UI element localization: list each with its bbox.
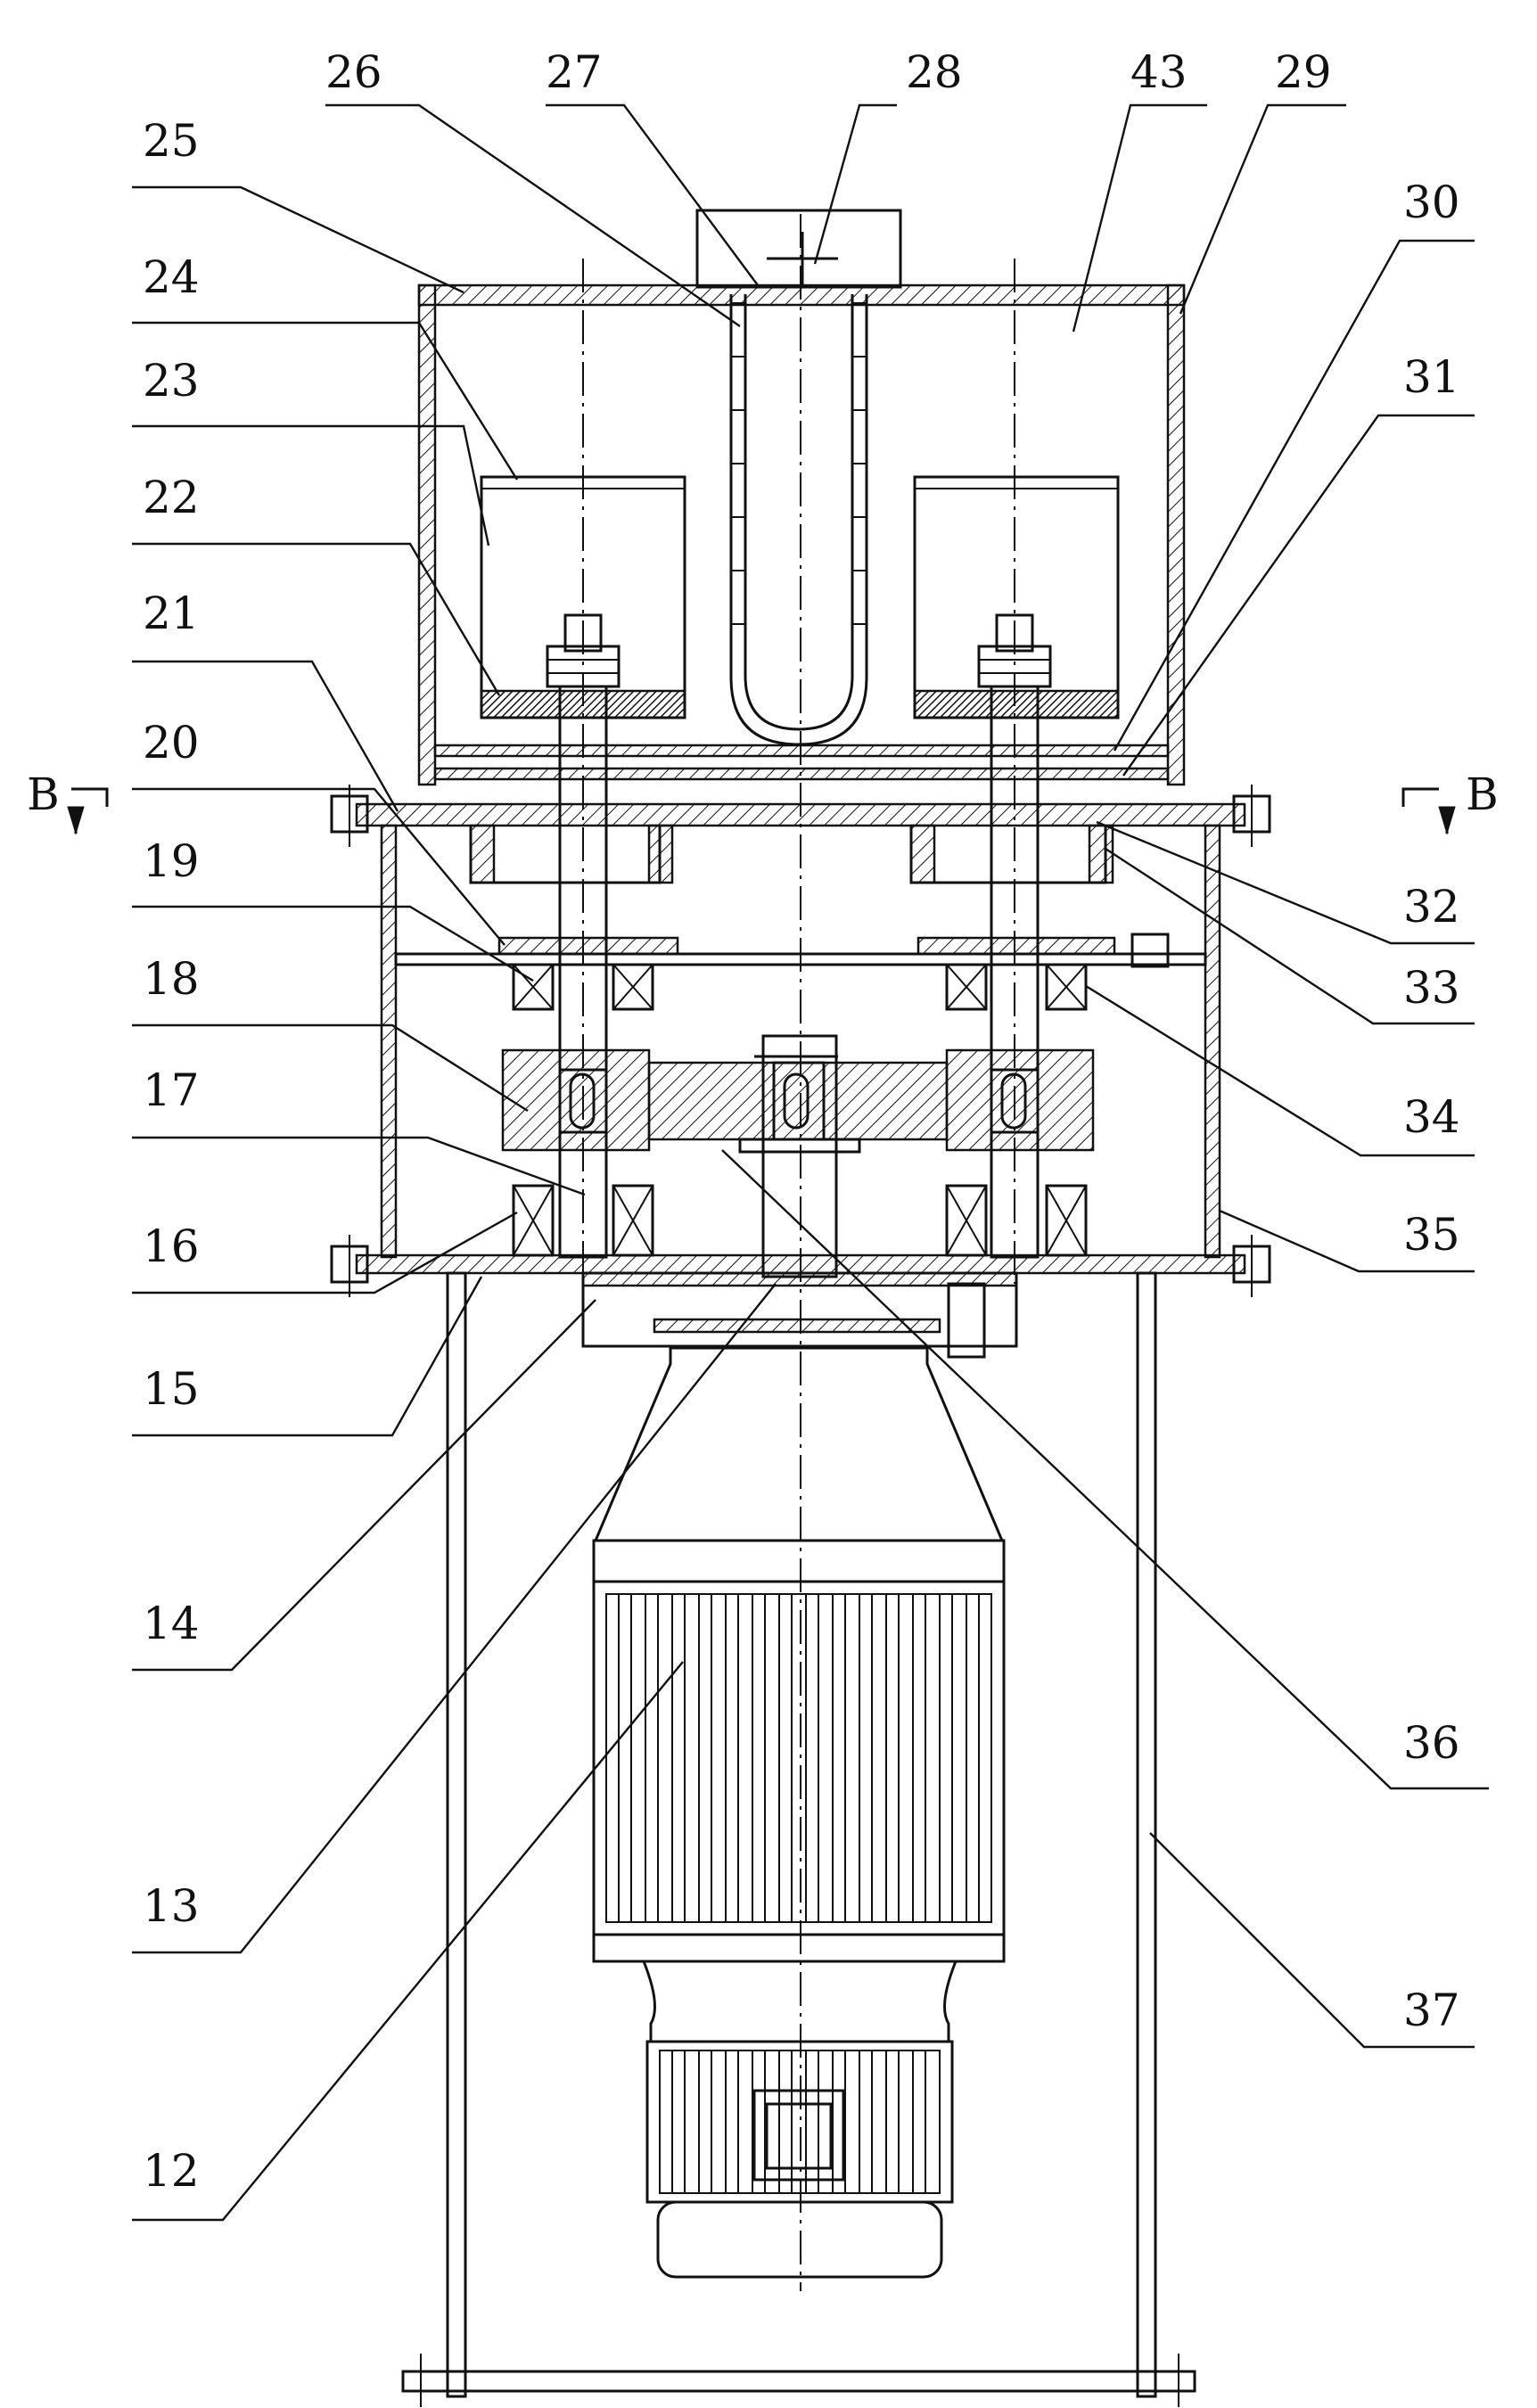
callout-15: 15 — [143, 1363, 200, 1415]
callout-18: 18 — [143, 953, 200, 1005]
callout-20: 20 — [143, 717, 200, 768]
callout-34: 34 — [1403, 1091, 1460, 1143]
section-mark-left: B — [27, 768, 60, 820]
lower-bearings — [512, 1184, 1088, 1257]
motor-body — [592, 1539, 1006, 1963]
callout-25: 25 — [143, 115, 200, 167]
callout-33: 33 — [1403, 962, 1460, 1014]
callout-43: 43 — [1130, 46, 1188, 98]
callout-24: 24 — [143, 251, 200, 303]
valve-28 — [767, 232, 838, 285]
callout-14: 14 — [143, 1598, 200, 1649]
center-lines — [582, 214, 1015, 2291]
callout-29: 29 — [1275, 46, 1332, 98]
right-container — [913, 475, 1120, 719]
central-tube — [729, 294, 868, 746]
support-frame — [401, 1271, 1196, 2407]
section-mark-right: B — [1466, 768, 1499, 820]
left-leaders — [132, 185, 777, 2222]
gear-train — [501, 1048, 1095, 1152]
callout-30: 30 — [1403, 177, 1460, 228]
flange-brackets — [469, 824, 1114, 884]
callout-32: 32 — [1403, 881, 1460, 933]
callout-36: 36 — [1403, 1717, 1460, 1769]
section-markers — [67, 787, 1456, 835]
callout-31: 31 — [1403, 351, 1460, 403]
callout-22: 22 — [143, 472, 200, 523]
callout-27: 27 — [546, 46, 603, 98]
callout-12: 12 — [143, 2145, 200, 2197]
callout-labels: 25 24 23 22 21 20 19 18 17 16 15 14 13 1… — [143, 46, 1460, 2197]
hopper-housing — [417, 209, 1186, 786]
callout-13: 13 — [143, 1880, 200, 1932]
callout-16: 16 — [143, 1220, 200, 1272]
callout-37: 37 — [1403, 1985, 1460, 2036]
right-leaders — [325, 103, 1489, 2049]
callout-35: 35 — [1403, 1209, 1460, 1261]
callout-23: 23 — [143, 355, 200, 407]
callout-19: 19 — [143, 835, 200, 887]
motor-reducer-taper — [593, 1346, 1005, 1542]
callout-26: 26 — [325, 46, 382, 98]
callout-21: 21 — [143, 588, 200, 639]
callout-17: 17 — [143, 1064, 200, 1116]
callout-28: 28 — [906, 46, 963, 98]
